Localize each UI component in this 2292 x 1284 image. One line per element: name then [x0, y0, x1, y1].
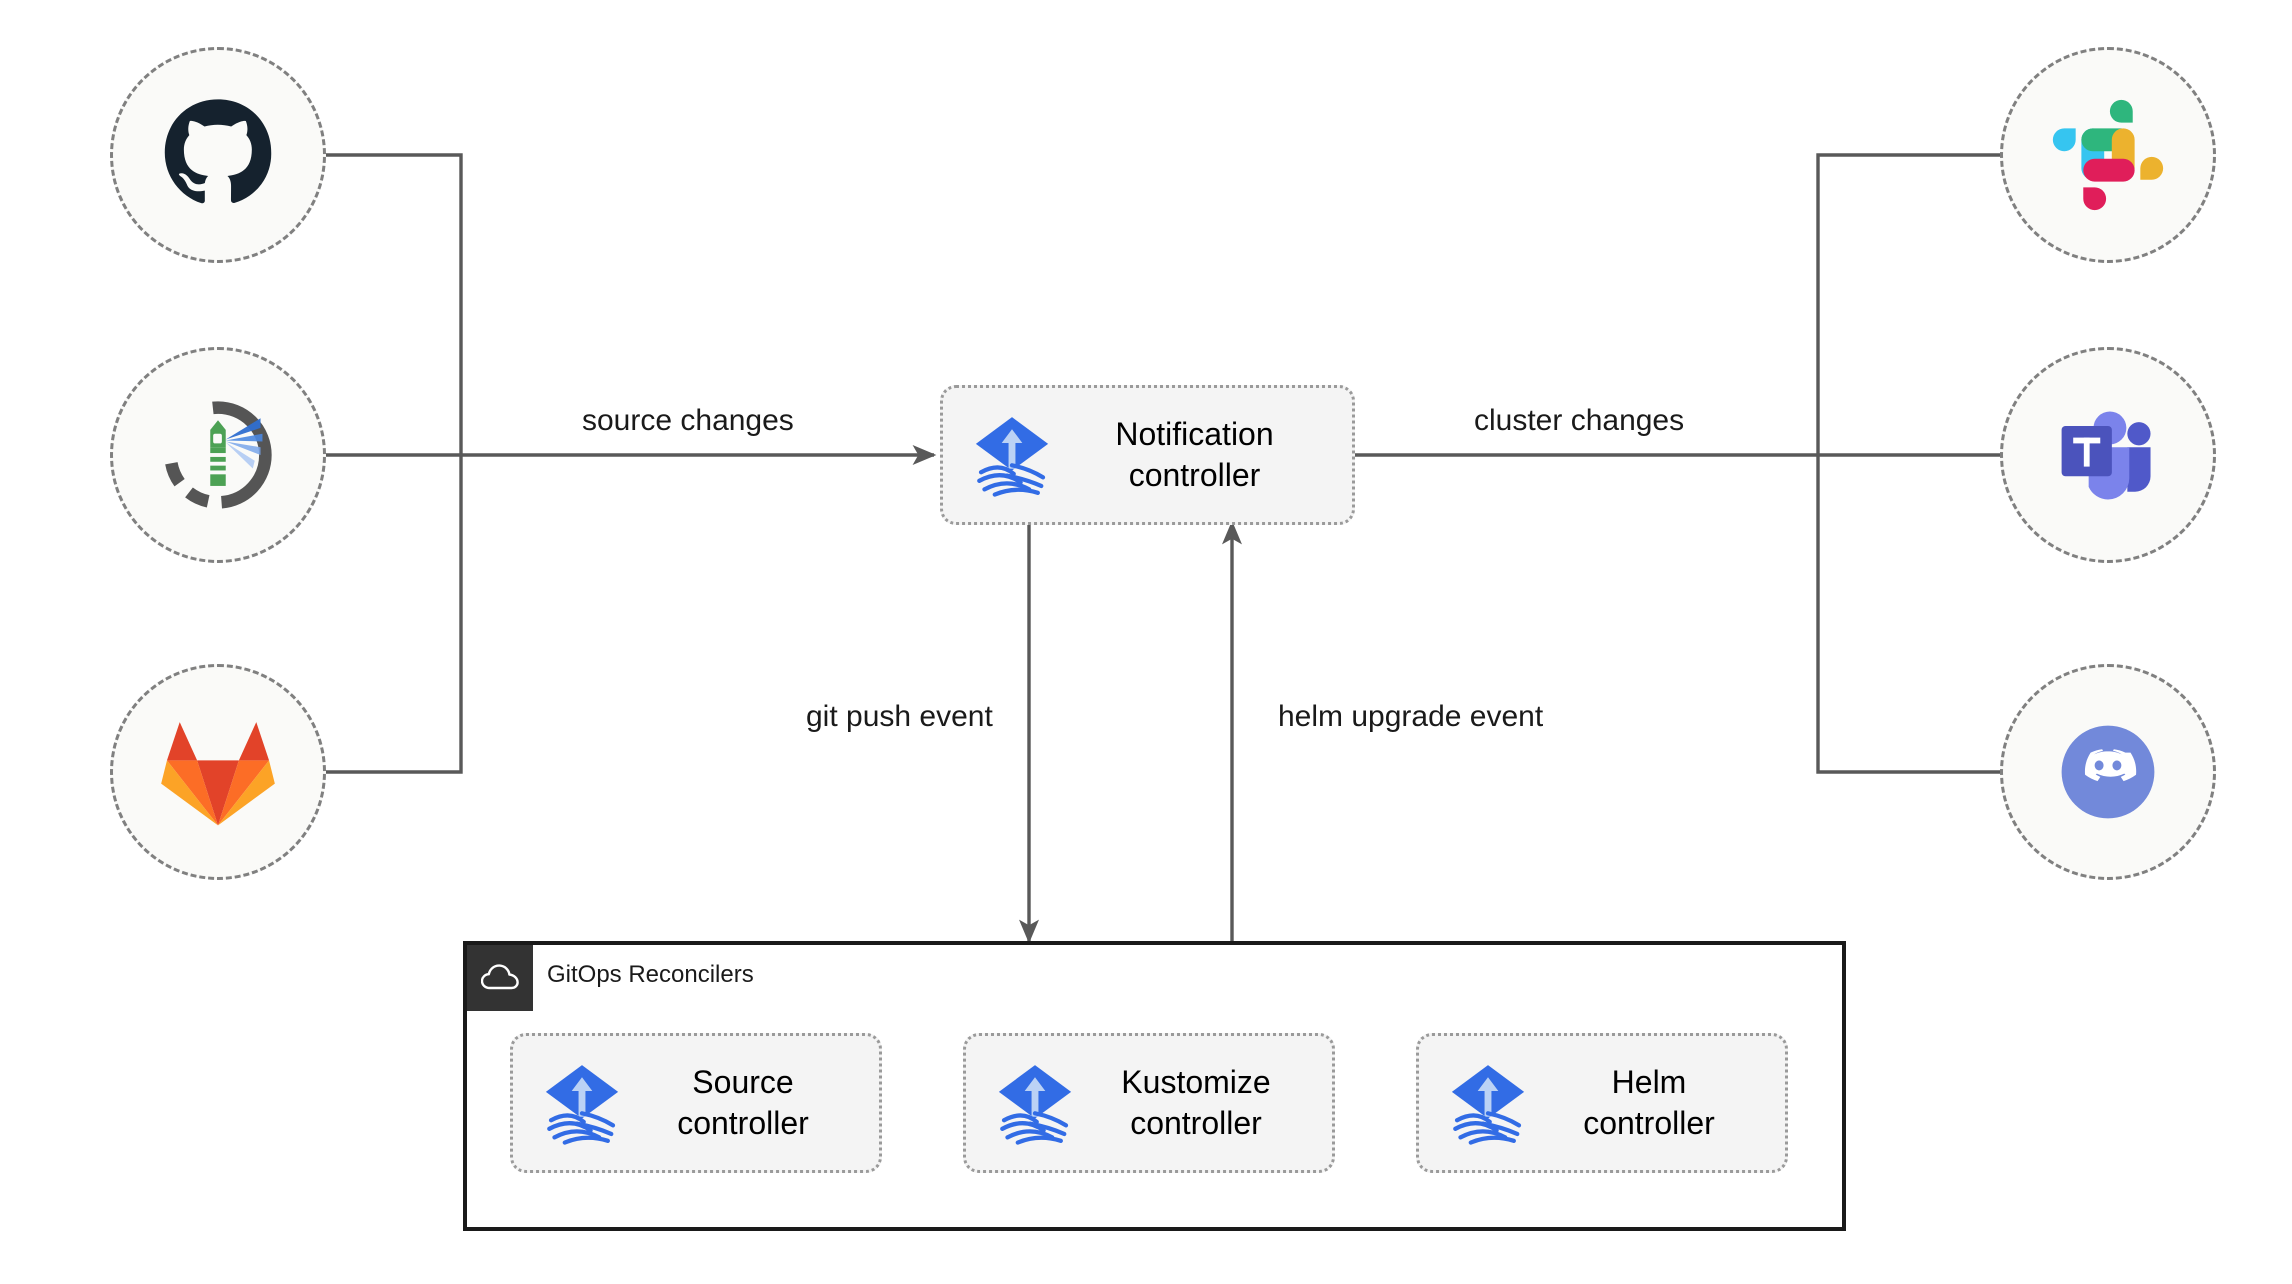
harbor-icon — [164, 401, 272, 509]
destination-node-slack[interactable] — [2000, 47, 2216, 263]
discord-icon — [2061, 725, 2155, 819]
source-node-gitlab[interactable] — [110, 664, 326, 880]
notification-label-line2: controller — [1128, 457, 1261, 493]
edge-label-helm-upgrade-event: helm upgrade event — [1278, 700, 1544, 733]
gitlab-icon — [161, 722, 275, 826]
helm-label-line2: controller — [1583, 1105, 1715, 1141]
kustomize-controller-label: Kustomize controller — [1078, 1062, 1332, 1144]
github-icon — [164, 99, 272, 204]
notification-controller-label: Notification controller — [1055, 414, 1352, 496]
microsoft-teams-icon — [2061, 411, 2151, 500]
wire-bus-to-discord — [1816, 455, 2037, 782]
source-controller-box[interactable]: Source controller — [510, 1033, 882, 1173]
source-node-github[interactable] — [110, 47, 326, 263]
helm-controller-label: Helm controller — [1531, 1062, 1785, 1144]
destination-node-teams[interactable] — [2000, 347, 2216, 563]
notification-label-line1: Notification — [1115, 416, 1274, 453]
destination-node-discord[interactable] — [2000, 664, 2216, 880]
slack-icon — [2052, 99, 2164, 211]
flux-icon — [998, 1065, 1072, 1145]
notification-controller-box[interactable]: Notification controller — [940, 385, 1355, 525]
kustomize-label-line2: controller — [1130, 1105, 1262, 1141]
flux-icon — [975, 417, 1049, 497]
source-label-line2: controller — [677, 1105, 809, 1141]
source-label-line1: Source — [692, 1064, 794, 1101]
cloud-icon — [481, 964, 519, 990]
helm-label-line1: Helm — [1611, 1064, 1687, 1101]
group-tab — [467, 945, 533, 1011]
source-node-harbor[interactable] — [110, 347, 326, 563]
kustomize-controller-box[interactable]: Kustomize controller — [963, 1033, 1335, 1173]
helm-controller-box[interactable]: Helm controller — [1416, 1033, 1788, 1173]
group-title: GitOps Reconcilers — [547, 961, 754, 988]
wire-gitlab-to-bus — [318, 455, 463, 774]
wire-github-to-bus — [318, 153, 463, 455]
flux-icon — [1451, 1065, 1525, 1145]
edge-label-git-push-event: git push event — [806, 700, 993, 733]
source-controller-label: Source controller — [625, 1062, 879, 1144]
edge-label-source-changes: source changes — [582, 404, 794, 437]
wire-bus-to-slack — [1816, 145, 2037, 455]
flux-icon — [545, 1065, 619, 1145]
edge-label-cluster-changes: cluster changes — [1474, 404, 1685, 437]
kustomize-label-line1: Kustomize — [1121, 1064, 1271, 1101]
